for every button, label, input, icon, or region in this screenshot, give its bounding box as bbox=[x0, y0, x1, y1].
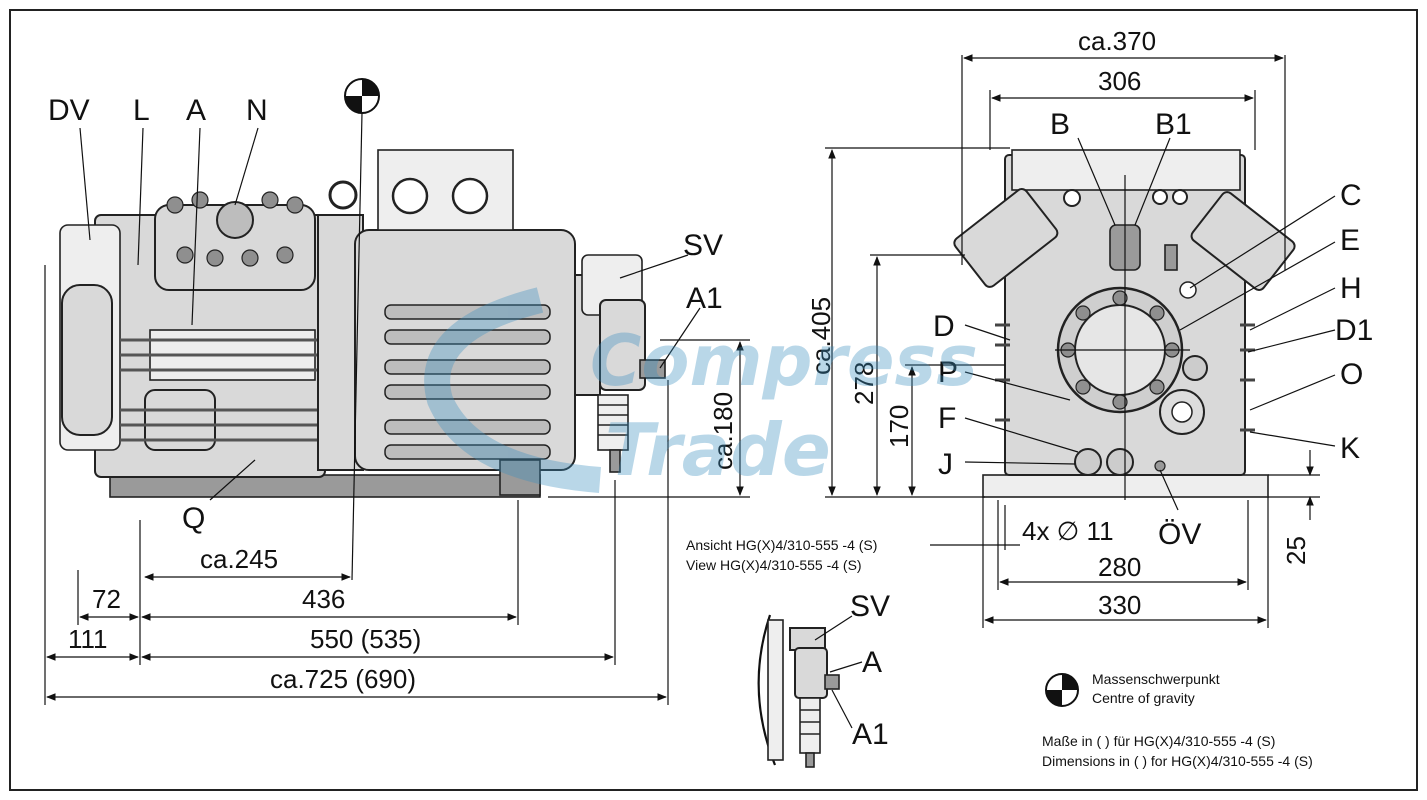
label-d: D bbox=[933, 310, 955, 343]
label-ov: ÖV bbox=[1158, 518, 1201, 551]
dim-25: 25 bbox=[1281, 536, 1311, 565]
side-view: DV L A N SV A1 Q ca.245 72 436 111 550 (… bbox=[44, 78, 750, 705]
watermark-line2: Trade bbox=[605, 408, 831, 492]
dim-holes: 4x ∅ 11 bbox=[1022, 516, 1114, 546]
legend-cog-en: Centre of gravity bbox=[1092, 690, 1195, 706]
detail-label-a1: A1 bbox=[852, 718, 889, 751]
legend-cog-de: Massenschwerpunkt bbox=[1092, 671, 1220, 687]
legend-note-de: Maße in ( ) für HG(X)4/310-555 -4 (S) bbox=[1042, 733, 1275, 749]
label-dv: DV bbox=[48, 94, 90, 127]
label-e: E bbox=[1340, 224, 1360, 257]
label-o: O bbox=[1340, 358, 1363, 391]
centre-of-gravity-icon bbox=[344, 78, 380, 114]
detail-caption-de: Ansicht HG(X)4/310-555 -4 (S) bbox=[686, 537, 877, 553]
dim-170: 170 bbox=[884, 405, 914, 448]
label-d1: D1 bbox=[1335, 314, 1373, 347]
dim-ca405: ca.405 bbox=[806, 297, 836, 375]
legend: Massenschwerpunkt Centre of gravity Maße… bbox=[1042, 671, 1313, 769]
label-b: B bbox=[1050, 108, 1070, 141]
dim-111: 111 bbox=[68, 624, 108, 654]
legend-centre-of-gravity-icon bbox=[1045, 673, 1079, 707]
label-l: L bbox=[133, 94, 150, 127]
front-view: B B1 C E H D1 O K D P F J ÖV ca.370 306 … bbox=[806, 26, 1373, 628]
label-c: C bbox=[1340, 179, 1362, 212]
dim-725: ca.725 (690) bbox=[270, 664, 416, 694]
dim-436: 436 bbox=[302, 584, 345, 614]
watermark: Compress Trade bbox=[424, 287, 978, 493]
dim-330: 330 bbox=[1098, 590, 1141, 620]
label-k: K bbox=[1340, 432, 1360, 465]
label-j: J bbox=[938, 448, 953, 481]
detail-caption-en: View HG(X)4/310-555 -4 (S) bbox=[686, 557, 862, 573]
label-h: H bbox=[1340, 272, 1362, 305]
watermark-line1: Compress bbox=[590, 320, 978, 402]
dim-ca180: ca.180 bbox=[708, 392, 738, 470]
dim-72: 72 bbox=[92, 584, 121, 614]
detail-label-sv: SV bbox=[850, 590, 890, 623]
dim-306: 306 bbox=[1098, 66, 1141, 96]
label-b1: B1 bbox=[1155, 108, 1192, 141]
label-a: A bbox=[186, 94, 206, 127]
dim-278: 278 bbox=[849, 362, 879, 405]
label-q: Q bbox=[182, 502, 205, 535]
label-n: N bbox=[246, 94, 268, 127]
dim-550: 550 (535) bbox=[310, 624, 421, 654]
label-sv: SV bbox=[683, 229, 723, 262]
label-f: F bbox=[938, 402, 956, 435]
legend-note-en: Dimensions in ( ) for HG(X)4/310-555 -4 … bbox=[1042, 753, 1313, 769]
label-a1: A1 bbox=[686, 282, 723, 315]
label-p: P bbox=[938, 356, 958, 389]
dim-280: 280 bbox=[1098, 552, 1141, 582]
dim-ca370: ca.370 bbox=[1078, 26, 1156, 56]
dim-ca245: ca.245 bbox=[200, 544, 278, 574]
detail-label-a: A bbox=[862, 646, 882, 679]
detail-view: Ansicht HG(X)4/310-555 -4 (S) View HG(X)… bbox=[686, 537, 890, 768]
drawing-frame bbox=[9, 9, 1418, 791]
